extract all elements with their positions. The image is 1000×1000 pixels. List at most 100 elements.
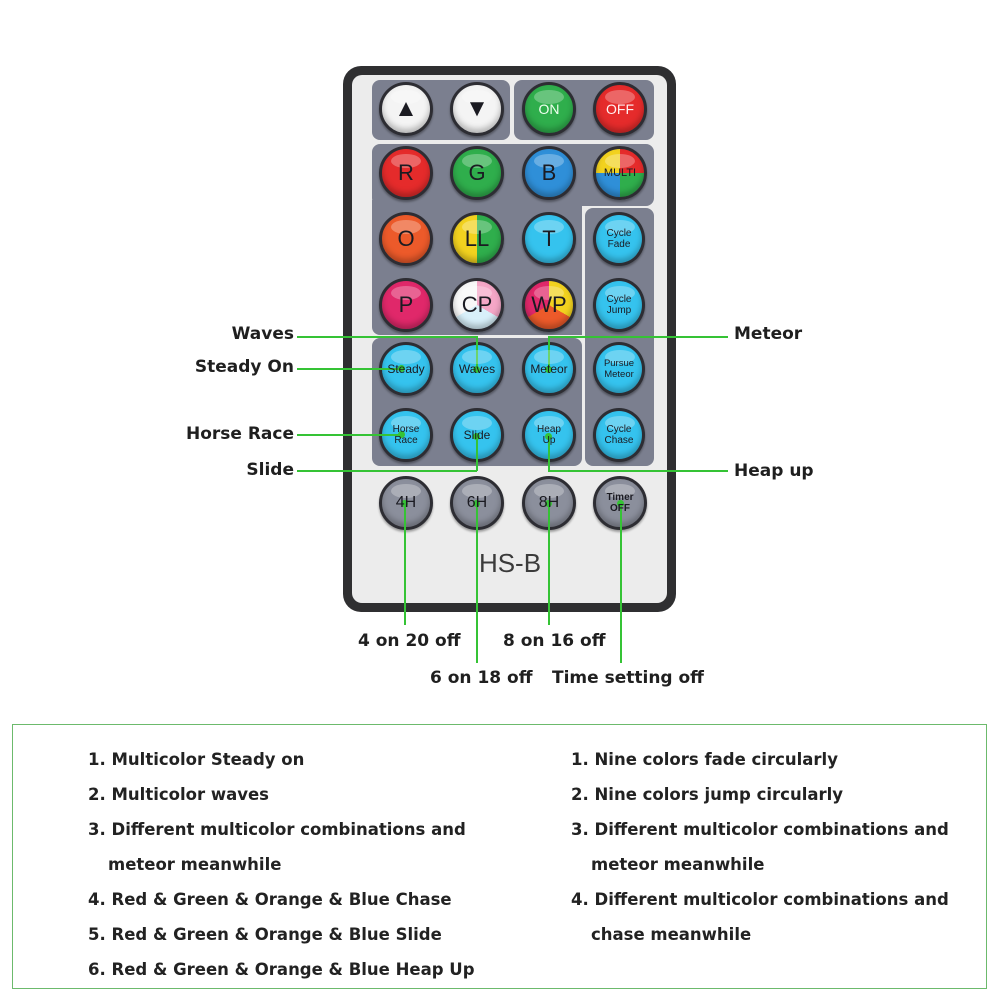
callout-horse-race: Horse Race bbox=[185, 424, 294, 444]
info-left-item-4: 4. Red & Green & Orange & Blue Chase bbox=[88, 890, 452, 909]
cycle-chase-button[interactable]: Cycle Chase bbox=[593, 408, 645, 462]
steady-button[interactable]: Steady bbox=[379, 342, 433, 396]
off-button[interactable]: OFF bbox=[593, 82, 647, 136]
on-label: ON bbox=[538, 101, 560, 117]
on-button[interactable]: ON bbox=[522, 82, 576, 136]
4h-line bbox=[404, 503, 406, 625]
info-right-item-1: 1. Nine colors fade circularly bbox=[571, 750, 838, 769]
pursue-meteor-button[interactable]: Pursue Meteor bbox=[593, 342, 645, 396]
meteor-line bbox=[548, 336, 728, 338]
heap-up-label: Heap Up bbox=[537, 424, 561, 446]
down-button[interactable]: ▼ bbox=[450, 82, 504, 136]
8h-line bbox=[548, 503, 550, 625]
t-label: T bbox=[542, 226, 556, 251]
model-label: HS-B bbox=[478, 548, 542, 578]
horse-race-label: Horse Race bbox=[392, 424, 420, 446]
timer-off-dot bbox=[617, 500, 624, 507]
info-right-item-4-cont: chase meanwhile bbox=[591, 925, 752, 944]
waves-label: Waves bbox=[458, 361, 496, 376]
callout-time-setting-off: Time setting off bbox=[552, 668, 704, 688]
meteor-dot bbox=[545, 366, 552, 373]
wp-label: WP bbox=[531, 292, 567, 317]
6h-line bbox=[476, 503, 478, 663]
timer-4h-button[interactable]: 4H bbox=[379, 476, 433, 530]
multi-label: MULTI bbox=[603, 167, 637, 179]
blue-button[interactable]: B bbox=[522, 146, 576, 200]
callout-slide: Slide bbox=[246, 460, 294, 480]
off-label: OFF bbox=[606, 101, 634, 117]
cycle-jump-label: Cycle Jump bbox=[606, 294, 632, 316]
info-left-column: 1. Multicolor Steady on 2. Multicolor wa… bbox=[88, 742, 508, 987]
timer-off-line bbox=[620, 503, 622, 663]
red-button[interactable]: R bbox=[379, 146, 433, 200]
multi-button[interactable]: MULTI bbox=[593, 146, 647, 200]
cycle-chase-label: Cycle Chase bbox=[604, 424, 634, 446]
callout-meteor: Meteor bbox=[734, 324, 803, 344]
green-button[interactable]: G bbox=[450, 146, 504, 200]
b-label: B bbox=[541, 160, 557, 185]
info-left-item-5: 5. Red & Green & Orange & Blue Slide bbox=[88, 925, 442, 944]
g-label: G bbox=[468, 160, 486, 185]
pursue-meteor-label: Pursue Meteor bbox=[603, 358, 635, 380]
ll-label: LL bbox=[464, 226, 490, 251]
waves-button[interactable]: Waves bbox=[450, 342, 504, 396]
horse-race-button[interactable]: Horse Race bbox=[379, 408, 433, 462]
callout-8-on-16-off: 8 on 16 off bbox=[503, 631, 606, 651]
steady-label: Steady bbox=[387, 361, 425, 376]
callout-4-on-20-off: 4 on 20 off bbox=[358, 631, 461, 651]
slide-rise bbox=[476, 436, 478, 471]
meteor-label: Meteor bbox=[530, 361, 568, 376]
callout-steady-on: Steady On bbox=[194, 357, 294, 377]
cycle-fade-label: Cycle Fade bbox=[606, 228, 632, 250]
info-right-item-4: 4. Different multicolor combinations and bbox=[571, 890, 949, 909]
callout-heap-up: Heap up bbox=[734, 461, 814, 481]
6h-dot bbox=[473, 500, 480, 507]
slide-label: Slide bbox=[463, 427, 491, 442]
horse-race-line bbox=[297, 434, 401, 436]
t-button[interactable]: T bbox=[522, 212, 576, 266]
cp-label: CP bbox=[461, 292, 493, 317]
callout-waves: Waves bbox=[231, 324, 294, 344]
slide-dot bbox=[473, 433, 480, 440]
heap-up-rise bbox=[548, 436, 550, 471]
waves-line bbox=[297, 336, 477, 338]
up-arrow-icon: ▲ bbox=[394, 95, 418, 122]
ll-button[interactable]: LL bbox=[450, 212, 504, 266]
info-left-item-3-cont: meteor meanwhile bbox=[108, 855, 282, 874]
8h-label: 8H bbox=[538, 494, 560, 511]
8h-dot bbox=[545, 500, 552, 507]
heap-up-dot bbox=[545, 433, 552, 440]
heap-up-line bbox=[548, 470, 728, 472]
meteor-button[interactable]: Meteor bbox=[522, 342, 576, 396]
orange-button[interactable]: O bbox=[379, 212, 433, 266]
6h-label: 6H bbox=[466, 494, 488, 511]
o-label: O bbox=[397, 226, 415, 251]
up-button[interactable]: ▲ bbox=[379, 82, 433, 136]
slide-button[interactable]: Slide bbox=[450, 408, 504, 462]
info-right-item-3: 3. Different multicolor combinations and bbox=[571, 820, 949, 839]
wp-button[interactable]: WP bbox=[522, 278, 576, 332]
info-left-item-1: 1. Multicolor Steady on bbox=[88, 750, 305, 769]
steady-line bbox=[297, 368, 401, 370]
cp-button[interactable]: CP bbox=[450, 278, 504, 332]
callout-6-on-18-off: 6 on 18 off bbox=[430, 668, 533, 688]
horse-race-dot bbox=[398, 431, 405, 438]
timer-off-label: Timer OFF bbox=[606, 492, 634, 514]
waves-dot bbox=[473, 366, 480, 373]
r-label: R bbox=[398, 160, 414, 185]
p-label: P bbox=[398, 292, 414, 317]
down-arrow-icon: ▼ bbox=[465, 95, 489, 122]
4h-label: 4H bbox=[395, 494, 417, 511]
pink-button[interactable]: P bbox=[379, 278, 433, 332]
info-right-column: 1. Nine colors fade circularly 2. Nine c… bbox=[571, 742, 971, 952]
info-left-item-2: 2. Multicolor waves bbox=[88, 785, 269, 804]
steady-dot bbox=[398, 365, 405, 372]
cycle-jump-button[interactable]: Cycle Jump bbox=[593, 278, 645, 332]
info-right-item-3-cont: meteor meanwhile bbox=[591, 855, 765, 874]
info-left-item-6: 6. Red & Green & Orange & Blue Heap Up bbox=[88, 960, 475, 979]
info-box bbox=[12, 724, 987, 989]
info-right-item-2: 2. Nine colors jump circularly bbox=[571, 785, 844, 804]
cycle-fade-button[interactable]: Cycle Fade bbox=[593, 212, 645, 266]
info-left-item-3: 3. Different multicolor combinations and bbox=[88, 820, 466, 839]
slide-line bbox=[297, 470, 477, 472]
